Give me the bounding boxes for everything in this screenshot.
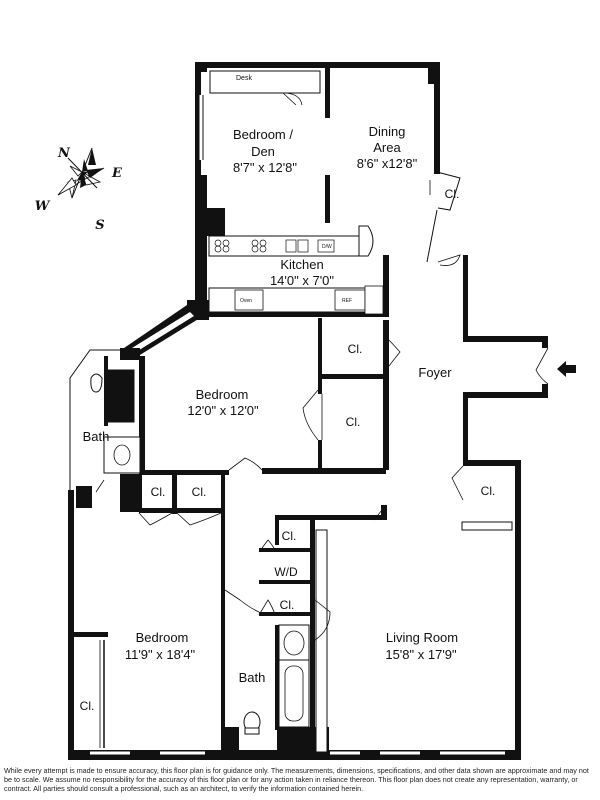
bedroom2-dims: 12'0" x 12'0" [187, 403, 259, 418]
bedroom-den-name-2: Den [251, 144, 275, 159]
closet-label: Cl. [80, 699, 95, 713]
bedroom-den-name-1: Bedroom / [233, 127, 293, 142]
kitchen-name: Kitchen [280, 257, 323, 272]
bedroom3-name: Bedroom [136, 630, 189, 645]
dw-label: D/W [322, 244, 332, 250]
dining-name-2: Area [373, 140, 401, 155]
floor-plan: N E S W [35, 62, 576, 760]
walls [68, 62, 548, 760]
foyer-name: Foyer [418, 365, 452, 380]
closet-label: Cl. [280, 598, 295, 612]
bedroom-den-dims: 8'7" x 12'8" [233, 160, 297, 175]
ref-label: REF [342, 298, 352, 304]
compass-w: W [35, 199, 51, 214]
wd-label: W/D [274, 565, 298, 579]
bath2-name: Bath [239, 670, 266, 685]
closet-label: Cl. [481, 484, 496, 498]
closet-label: Cl. [348, 342, 363, 356]
bedroom3-dims: 11'9" x 18'4" [125, 647, 196, 662]
bedroom2-name: Bedroom [196, 387, 249, 402]
dining-name-1: Dining [369, 124, 406, 139]
compass-e: E [111, 166, 123, 181]
living-room-dims: 15'8" x 17'9" [385, 647, 457, 662]
living-room-name: Living Room [386, 630, 458, 645]
compass-s: S [95, 218, 104, 233]
closet-label: Cl. [192, 485, 207, 499]
bath1-name: Bath [83, 429, 110, 444]
disclaimer-text: While every attempt is made to ensure ac… [4, 766, 589, 793]
compass-rose-icon [57, 147, 105, 199]
compass-n: N [57, 146, 71, 161]
closet-label: Cl. [346, 415, 361, 429]
fixtures [90, 70, 576, 748]
closet-label: Cl. [151, 485, 166, 499]
kitchen-dims: 14'0" x 7'0" [270, 273, 334, 288]
closet-label: Cl. [445, 187, 460, 201]
closet-label: Cl. [282, 529, 297, 543]
entry-arrow-icon [557, 361, 576, 377]
oven-label: Oven [240, 298, 252, 304]
dining-dims: 8'6" x12'8" [357, 156, 418, 171]
desk-label: Desk [236, 75, 252, 82]
